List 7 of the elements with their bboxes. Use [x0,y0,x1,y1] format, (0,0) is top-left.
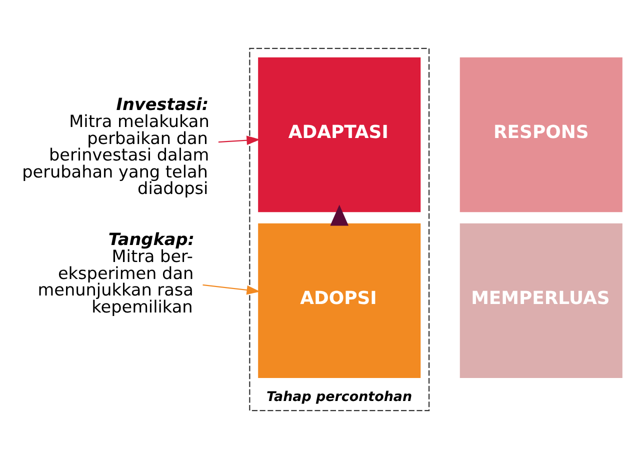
arrow [218,136,260,146]
node-box: RESPONS [460,57,622,212]
node-text: Tangkap: Mitra ber- eksperimen dan menunjukkan rasa kepemilikan [38,229,194,316]
node-text: Investasi: Mitra melakukan perbaikan dan berinvestasi dalam perubahan yang telah diadopsi [22,94,210,198]
node-box: ADAPTASI [258,57,421,212]
arrow [202,284,260,295]
node-box: MEMPERLUAS [460,223,622,378]
